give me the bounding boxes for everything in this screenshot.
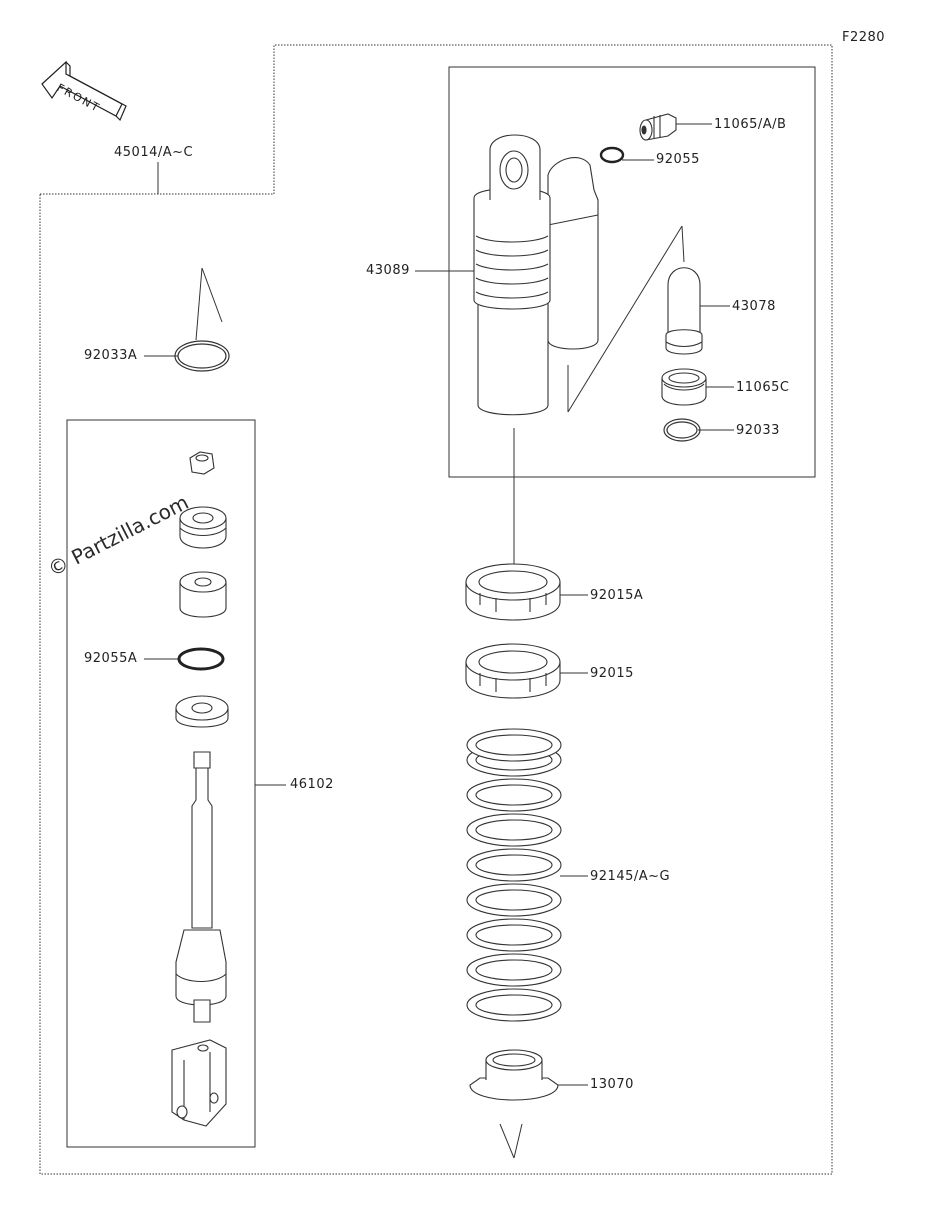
label-spring: 92145/A~G	[590, 869, 671, 884]
leader-lines	[144, 123, 734, 1159]
shock-body-icon	[473, 134, 551, 416]
label-oring-lower: 92055A	[84, 651, 138, 666]
bump-stop-icon	[179, 571, 227, 618]
oring-upper-icon	[599, 146, 625, 164]
valve-icon	[639, 113, 677, 141]
cap-icon	[661, 368, 707, 406]
label-circlip-small: 92033	[736, 423, 780, 438]
bladder-icon	[665, 267, 703, 355]
label-oring-upper: 92055	[656, 152, 700, 167]
shock-body-box	[448, 66, 816, 478]
assembly-frame	[39, 44, 833, 1175]
figure-code: F2280	[842, 30, 886, 45]
spring-icon	[466, 728, 562, 1022]
label-locknut-a: 92015A	[590, 588, 644, 603]
piston-seat-icon	[175, 695, 229, 728]
label-assembly: 45014/A~C	[114, 145, 194, 160]
circlip-small-icon	[663, 418, 701, 442]
circlip-upper-icon	[174, 340, 230, 372]
label-locknut-b: 92015	[590, 666, 634, 681]
label-bladder: 43078	[732, 299, 776, 314]
label-valve: 11065/A/B	[714, 117, 787, 132]
rod-assembly-box	[66, 419, 256, 1148]
label-cap: 11065C	[736, 380, 790, 395]
locknut-b-icon	[465, 643, 561, 699]
reservoir-icon	[547, 157, 599, 350]
locknut-small-icon	[189, 451, 215, 475]
spring-seat-icon	[469, 1049, 559, 1101]
label-shock-body: 43089	[366, 263, 410, 278]
top-bushing-icon	[179, 506, 227, 549]
locknut-a-icon	[465, 563, 561, 621]
label-spring-seat: 13070	[590, 1077, 634, 1092]
clevis-icon	[171, 1039, 227, 1127]
oring-lower-icon	[177, 647, 225, 671]
front-arrow-icon: FRONT	[41, 60, 127, 122]
piston-rod-icon	[175, 751, 227, 1023]
label-circlip-upper: 92033A	[84, 348, 138, 363]
label-rod-assembly: 46102	[290, 777, 334, 792]
